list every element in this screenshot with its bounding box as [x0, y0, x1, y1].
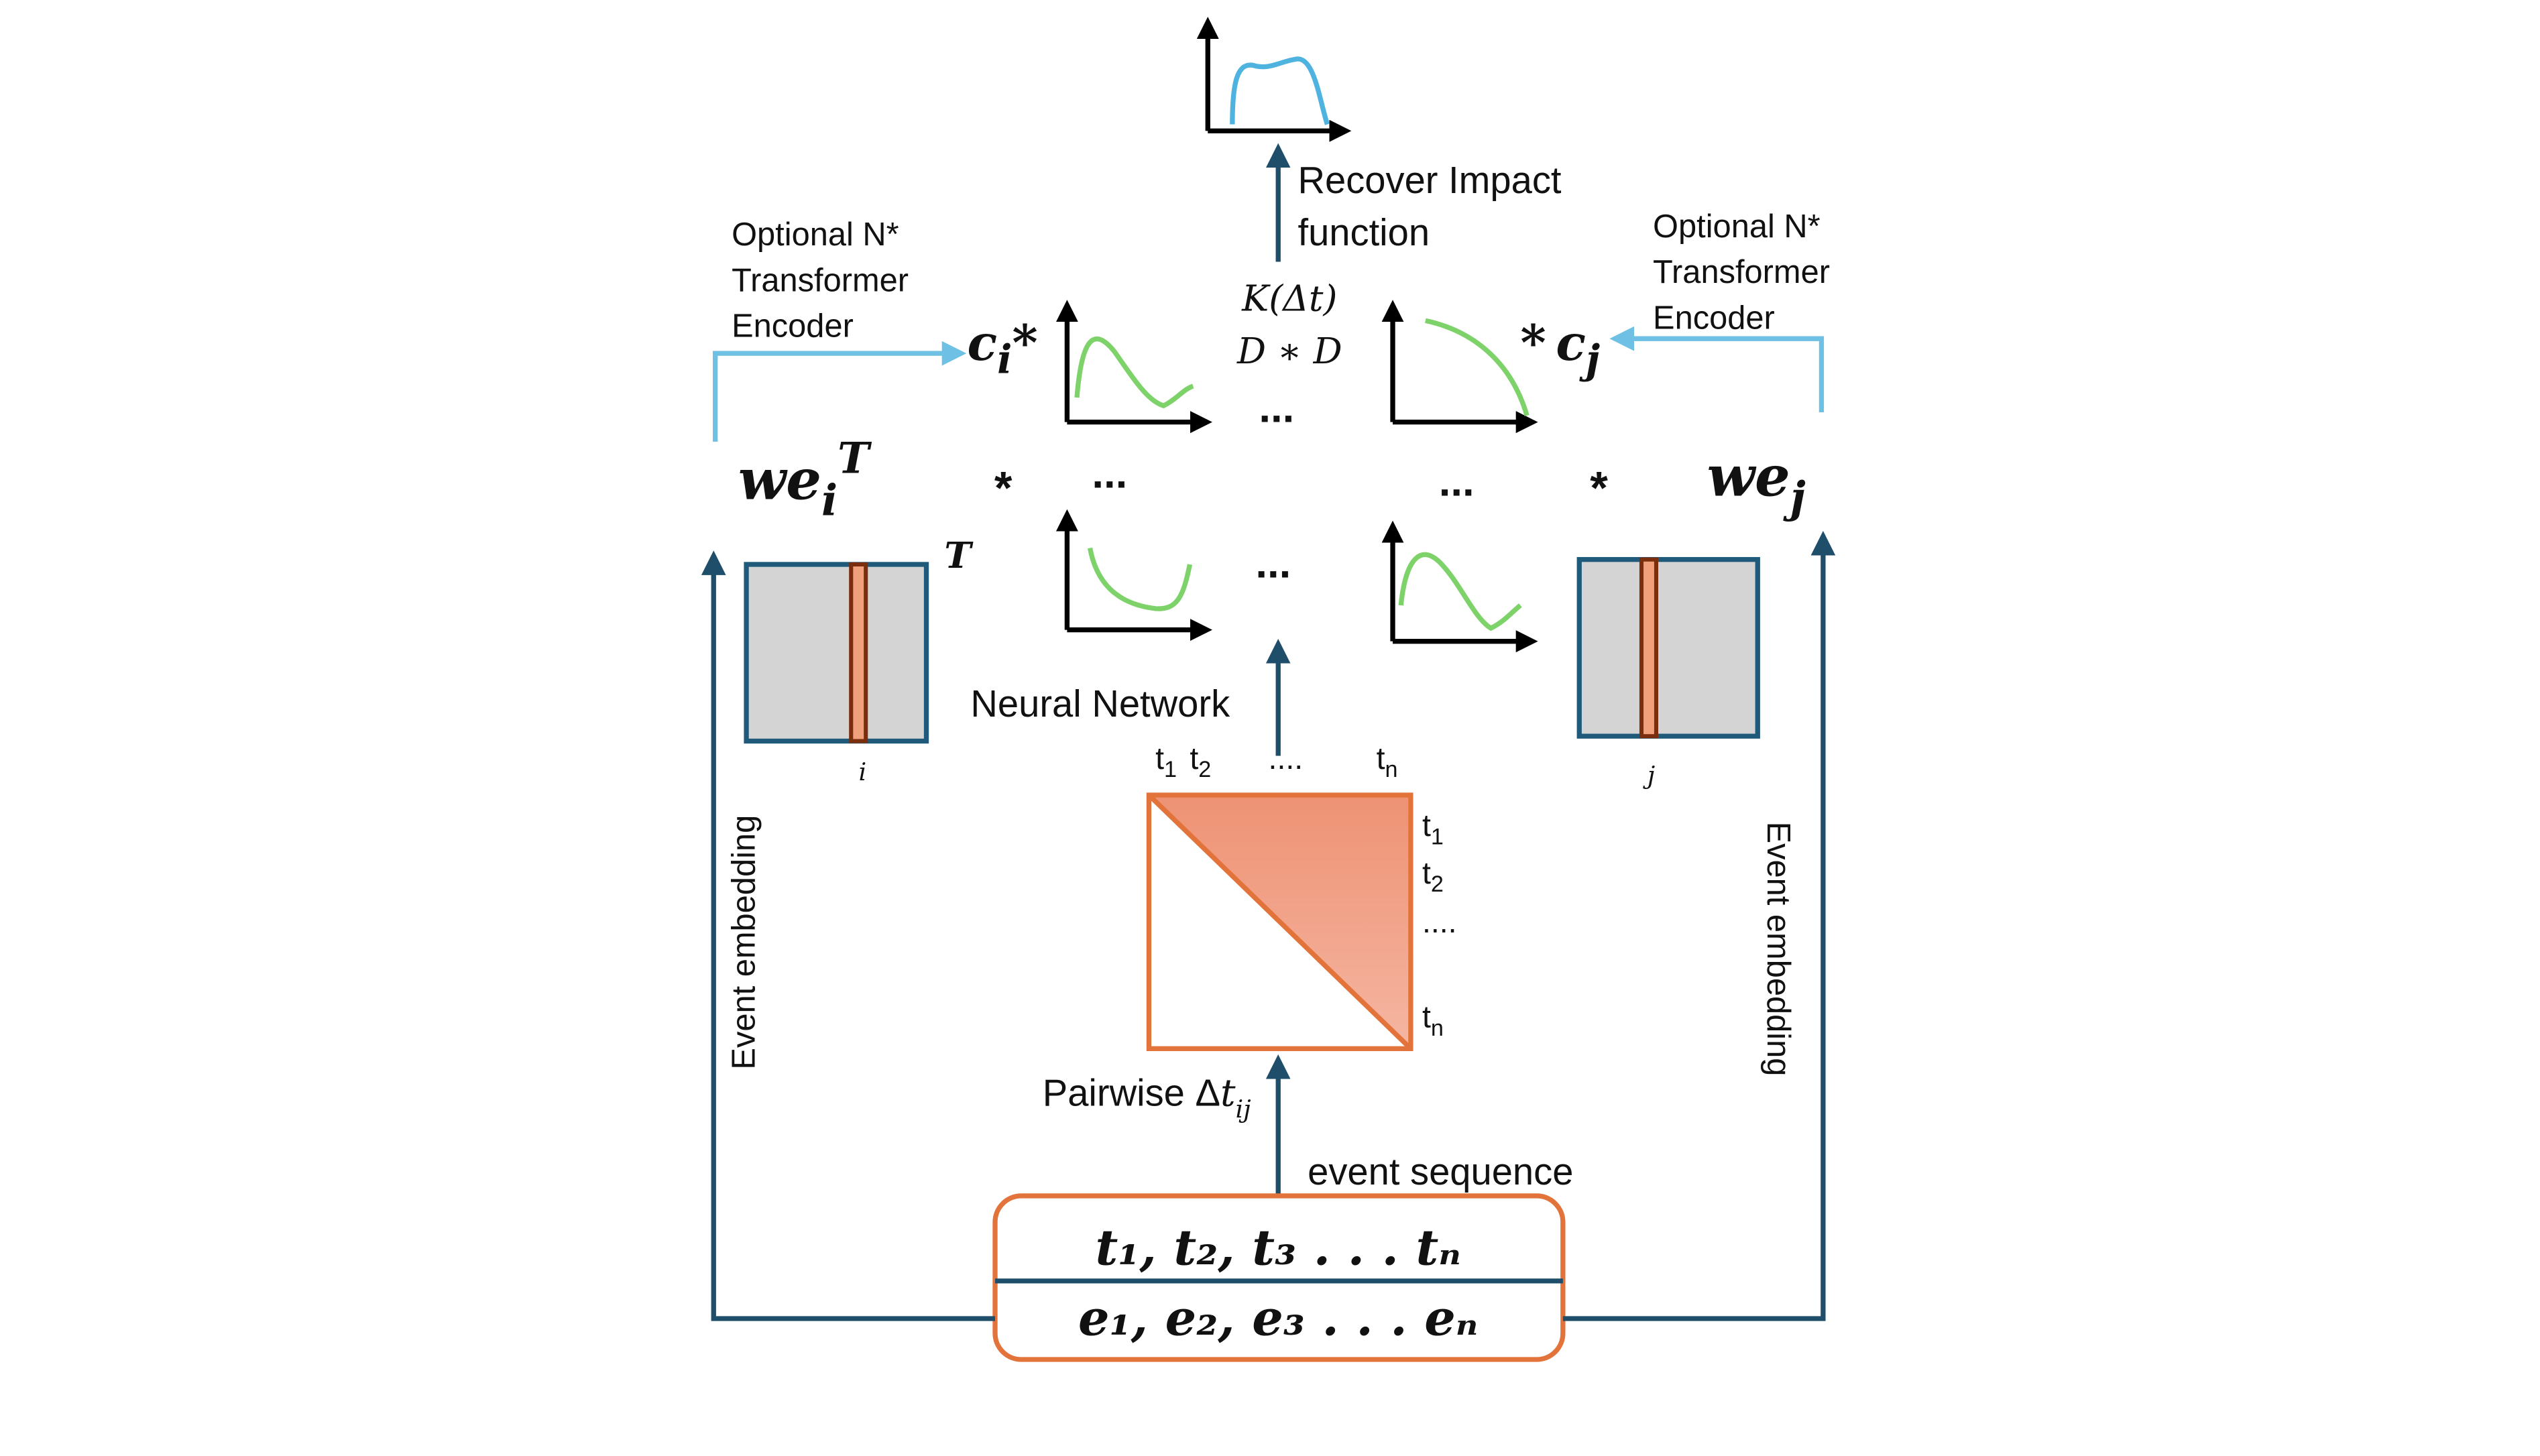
kernel-plot-c-j [1381, 300, 1538, 434]
optional-left-line1: Optional N* [732, 217, 899, 253]
index-j-label: j [1643, 761, 1655, 790]
pairwise-matrix [1146, 792, 1413, 1051]
embedding-matrix-right [1576, 556, 1760, 739]
embedding-column-i [849, 562, 868, 743]
neural-network-label: Neural Network [970, 682, 1230, 725]
optional-right-line3: Encoder [1653, 300, 1775, 337]
arrow-up-icon [701, 550, 996, 1321]
ellipsis-nn: ... [1255, 540, 1291, 587]
recovered-plot [1196, 17, 1352, 142]
nn-plot-left [1055, 509, 1212, 642]
star-right: * [1590, 463, 1608, 514]
ellipsis-top-middle: ... [1259, 385, 1294, 432]
matrix-side-t1: t1 [1422, 808, 1444, 849]
matrix-side-tn: tn [1422, 999, 1444, 1041]
kernel-label-bottom: D ∗ D [1236, 330, 1342, 372]
event-embedding-left: Event embedding [726, 815, 762, 1070]
we-i-label: weiT [738, 432, 872, 525]
arrow-up-icon [1562, 530, 1836, 1321]
nn-plot-right [1381, 520, 1538, 653]
recover-label-line2: function [1297, 211, 1430, 253]
star-left: * [994, 463, 1013, 514]
c-i-label: ci* [968, 314, 1038, 383]
optional-right-line1: Optional N* [1653, 208, 1821, 245]
embedding-matrix-left [744, 562, 929, 744]
matrix-top-t1: t1 [1155, 741, 1177, 782]
event-embedding-right: Event embedding [1760, 822, 1796, 1077]
optional-left-line3: Encoder [732, 308, 854, 345]
recover-label-line1: Recover Impact [1297, 159, 1561, 201]
event-sequence-box [992, 1193, 1566, 1362]
event-sequence-label: event sequence [1308, 1150, 1573, 1193]
pairwise-label: Pairwise Δtij [1043, 1072, 1251, 1124]
ellipsis-middle-left: ... [1092, 450, 1127, 497]
matrix-top-dots: .... [1269, 741, 1304, 776]
matrix-side-t2: t2 [1422, 855, 1444, 897]
times-row: t₁, t₂, t₃ . . . tₙ [1096, 1219, 1461, 1276]
arrow-right-icon [713, 341, 967, 442]
transpose-label: T [944, 534, 974, 577]
matrix-side-dots: .... [1422, 904, 1457, 939]
index-i-label: i [858, 757, 866, 786]
arrow-left-icon [1609, 326, 1825, 412]
matrix-top-tn: tn [1377, 741, 1398, 782]
recovered-curve [1230, 56, 1330, 125]
we-j-label: wej [1707, 443, 1806, 522]
c-j-label: *cj [1520, 314, 1600, 383]
kernel-label-top: K(Δt) [1241, 278, 1337, 320]
ellipsis-middle-right: ... [1439, 458, 1475, 505]
events-row: e₁, e₂, e₃ . . . eₙ [1078, 1289, 1478, 1347]
matrix-top-t2: t2 [1190, 741, 1211, 782]
optional-right-line2: Transformer [1653, 254, 1830, 290]
optional-left-line2: Transformer [732, 262, 909, 298]
kernel-plot-c-i [1055, 300, 1212, 434]
embedding-column-j [1639, 557, 1658, 739]
